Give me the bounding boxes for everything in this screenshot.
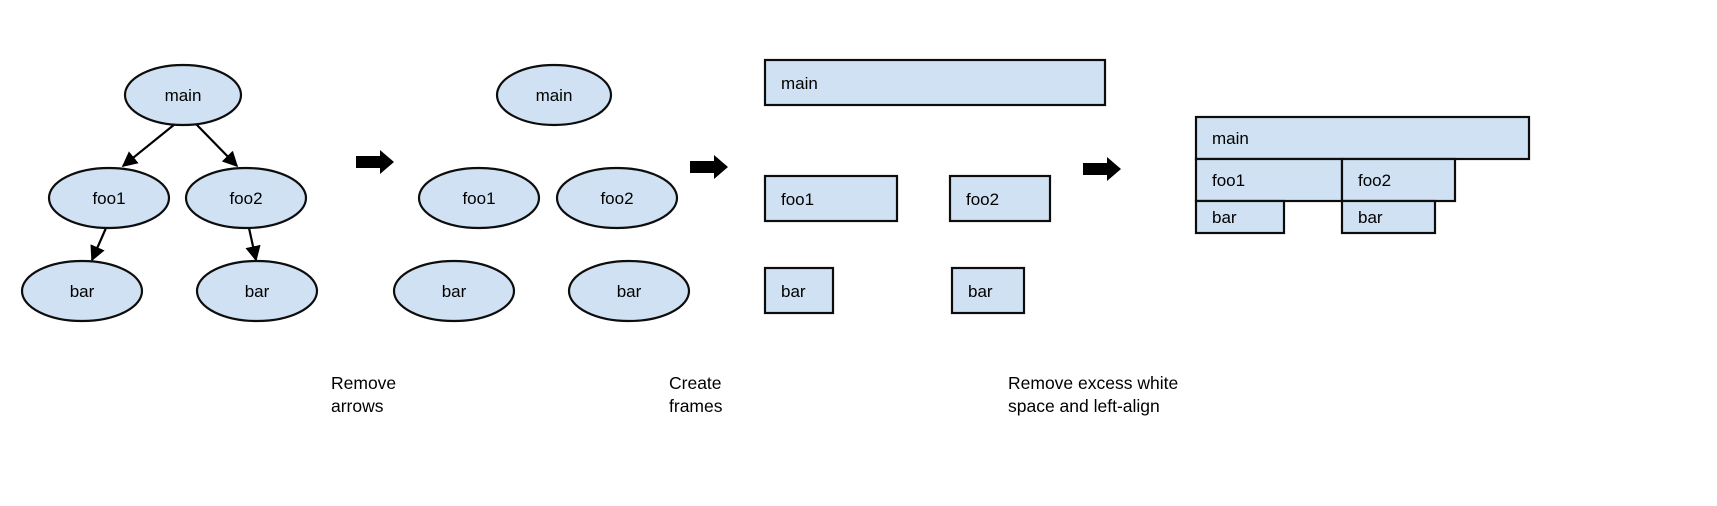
flame-label: bar bbox=[1358, 208, 1383, 227]
frame-bar-right[interactable]: bar bbox=[950, 266, 1026, 315]
rect-shape bbox=[763, 58, 1107, 107]
flame-label: foo2 bbox=[1358, 171, 1391, 190]
node-main[interactable]: main bbox=[495, 63, 613, 127]
node-label: bar bbox=[245, 282, 270, 301]
flame-foo1[interactable]: foo1 bbox=[1194, 157, 1344, 203]
rect-shape bbox=[763, 174, 899, 223]
node-foo2[interactable]: foo2 bbox=[555, 166, 679, 230]
flame-main[interactable]: main bbox=[1194, 115, 1531, 161]
ellipse-shape bbox=[20, 259, 144, 323]
step-arrow-2 bbox=[690, 155, 728, 179]
node-bar-left[interactable]: bar bbox=[20, 259, 144, 323]
caption-remove-arrows: Remove arrows bbox=[331, 373, 397, 416]
right-arrow-icon bbox=[690, 155, 728, 179]
frame-label: foo1 bbox=[781, 190, 814, 209]
ellipse-shape bbox=[417, 166, 541, 230]
edge-line bbox=[245, 227, 261, 262]
node-label: bar bbox=[617, 282, 642, 301]
frame-foo2[interactable]: foo2 bbox=[948, 174, 1052, 223]
ellipse-shape bbox=[195, 259, 319, 323]
node-bar-left[interactable]: bar bbox=[392, 259, 516, 323]
node-label: bar bbox=[442, 282, 467, 301]
frame-main[interactable]: main bbox=[763, 58, 1107, 107]
rect-shape bbox=[1194, 115, 1531, 161]
ellipse-shape bbox=[47, 166, 171, 230]
caption-create-frames: Create frames bbox=[669, 373, 723, 416]
ellipse-shape bbox=[184, 166, 308, 230]
panel-call-graph-no-arrows: main foo1 foo2 bar bar bbox=[392, 63, 691, 323]
panel-call-graph-with-arrows: main foo1 foo2 bar bar bbox=[20, 63, 319, 323]
node-foo2[interactable]: foo2 bbox=[184, 166, 308, 230]
ellipse-shape bbox=[392, 259, 516, 323]
node-label: bar bbox=[70, 282, 95, 301]
rect-shape bbox=[1194, 199, 1286, 235]
frame-label: bar bbox=[968, 282, 993, 301]
node-label: foo1 bbox=[92, 189, 125, 208]
step-arrow-1 bbox=[356, 150, 394, 174]
edge-line bbox=[121, 123, 176, 167]
frame-foo1[interactable]: foo1 bbox=[763, 174, 899, 223]
flame-bar-right[interactable]: bar bbox=[1340, 199, 1437, 235]
ellipse-shape bbox=[567, 259, 691, 323]
flame-bar-left[interactable]: bar bbox=[1194, 199, 1286, 235]
right-arrow-icon bbox=[356, 150, 394, 174]
node-label: foo2 bbox=[600, 189, 633, 208]
flame-label: foo1 bbox=[1212, 171, 1245, 190]
node-label: foo2 bbox=[229, 189, 262, 208]
edge-line bbox=[90, 227, 108, 262]
frame-label: main bbox=[781, 74, 818, 93]
flame-foo2[interactable]: foo2 bbox=[1340, 157, 1457, 203]
frame-label: bar bbox=[781, 282, 806, 301]
node-label: main bbox=[165, 86, 202, 105]
ellipse-shape bbox=[123, 63, 243, 127]
rect-shape bbox=[948, 174, 1052, 223]
panel-framed-boxes: main foo1 foo2 bar bar bbox=[763, 58, 1107, 315]
ellipse-shape bbox=[495, 63, 613, 127]
edge-line bbox=[195, 123, 239, 168]
node-label: foo1 bbox=[462, 189, 495, 208]
edge-foo2-to-bar2 bbox=[245, 227, 261, 262]
node-foo1[interactable]: foo1 bbox=[417, 166, 541, 230]
panel-flame-graph: main foo1 foo2 bar bar bbox=[1194, 115, 1531, 235]
rect-shape bbox=[763, 266, 835, 315]
node-main[interactable]: main bbox=[123, 63, 243, 127]
flame-label: bar bbox=[1212, 208, 1237, 227]
frame-bar-left[interactable]: bar bbox=[763, 266, 835, 315]
node-foo1[interactable]: foo1 bbox=[47, 166, 171, 230]
step-arrow-3 bbox=[1083, 157, 1121, 181]
edge-main-to-foo1 bbox=[121, 123, 176, 167]
ellipse-shape bbox=[555, 166, 679, 230]
rect-shape bbox=[950, 266, 1026, 315]
right-arrow-icon bbox=[1083, 157, 1121, 181]
rect-shape bbox=[1340, 199, 1437, 235]
edge-main-to-foo2 bbox=[195, 123, 239, 168]
edge-foo1-to-bar1 bbox=[90, 227, 108, 262]
frame-label: foo2 bbox=[966, 190, 999, 209]
node-bar-right[interactable]: bar bbox=[567, 259, 691, 323]
flame-label: main bbox=[1212, 129, 1249, 148]
node-label: main bbox=[536, 86, 573, 105]
rect-shape bbox=[1194, 157, 1344, 203]
caption-remove-whitespace: Remove excess white space and left-align bbox=[1008, 373, 1179, 416]
node-bar-right[interactable]: bar bbox=[195, 259, 319, 323]
